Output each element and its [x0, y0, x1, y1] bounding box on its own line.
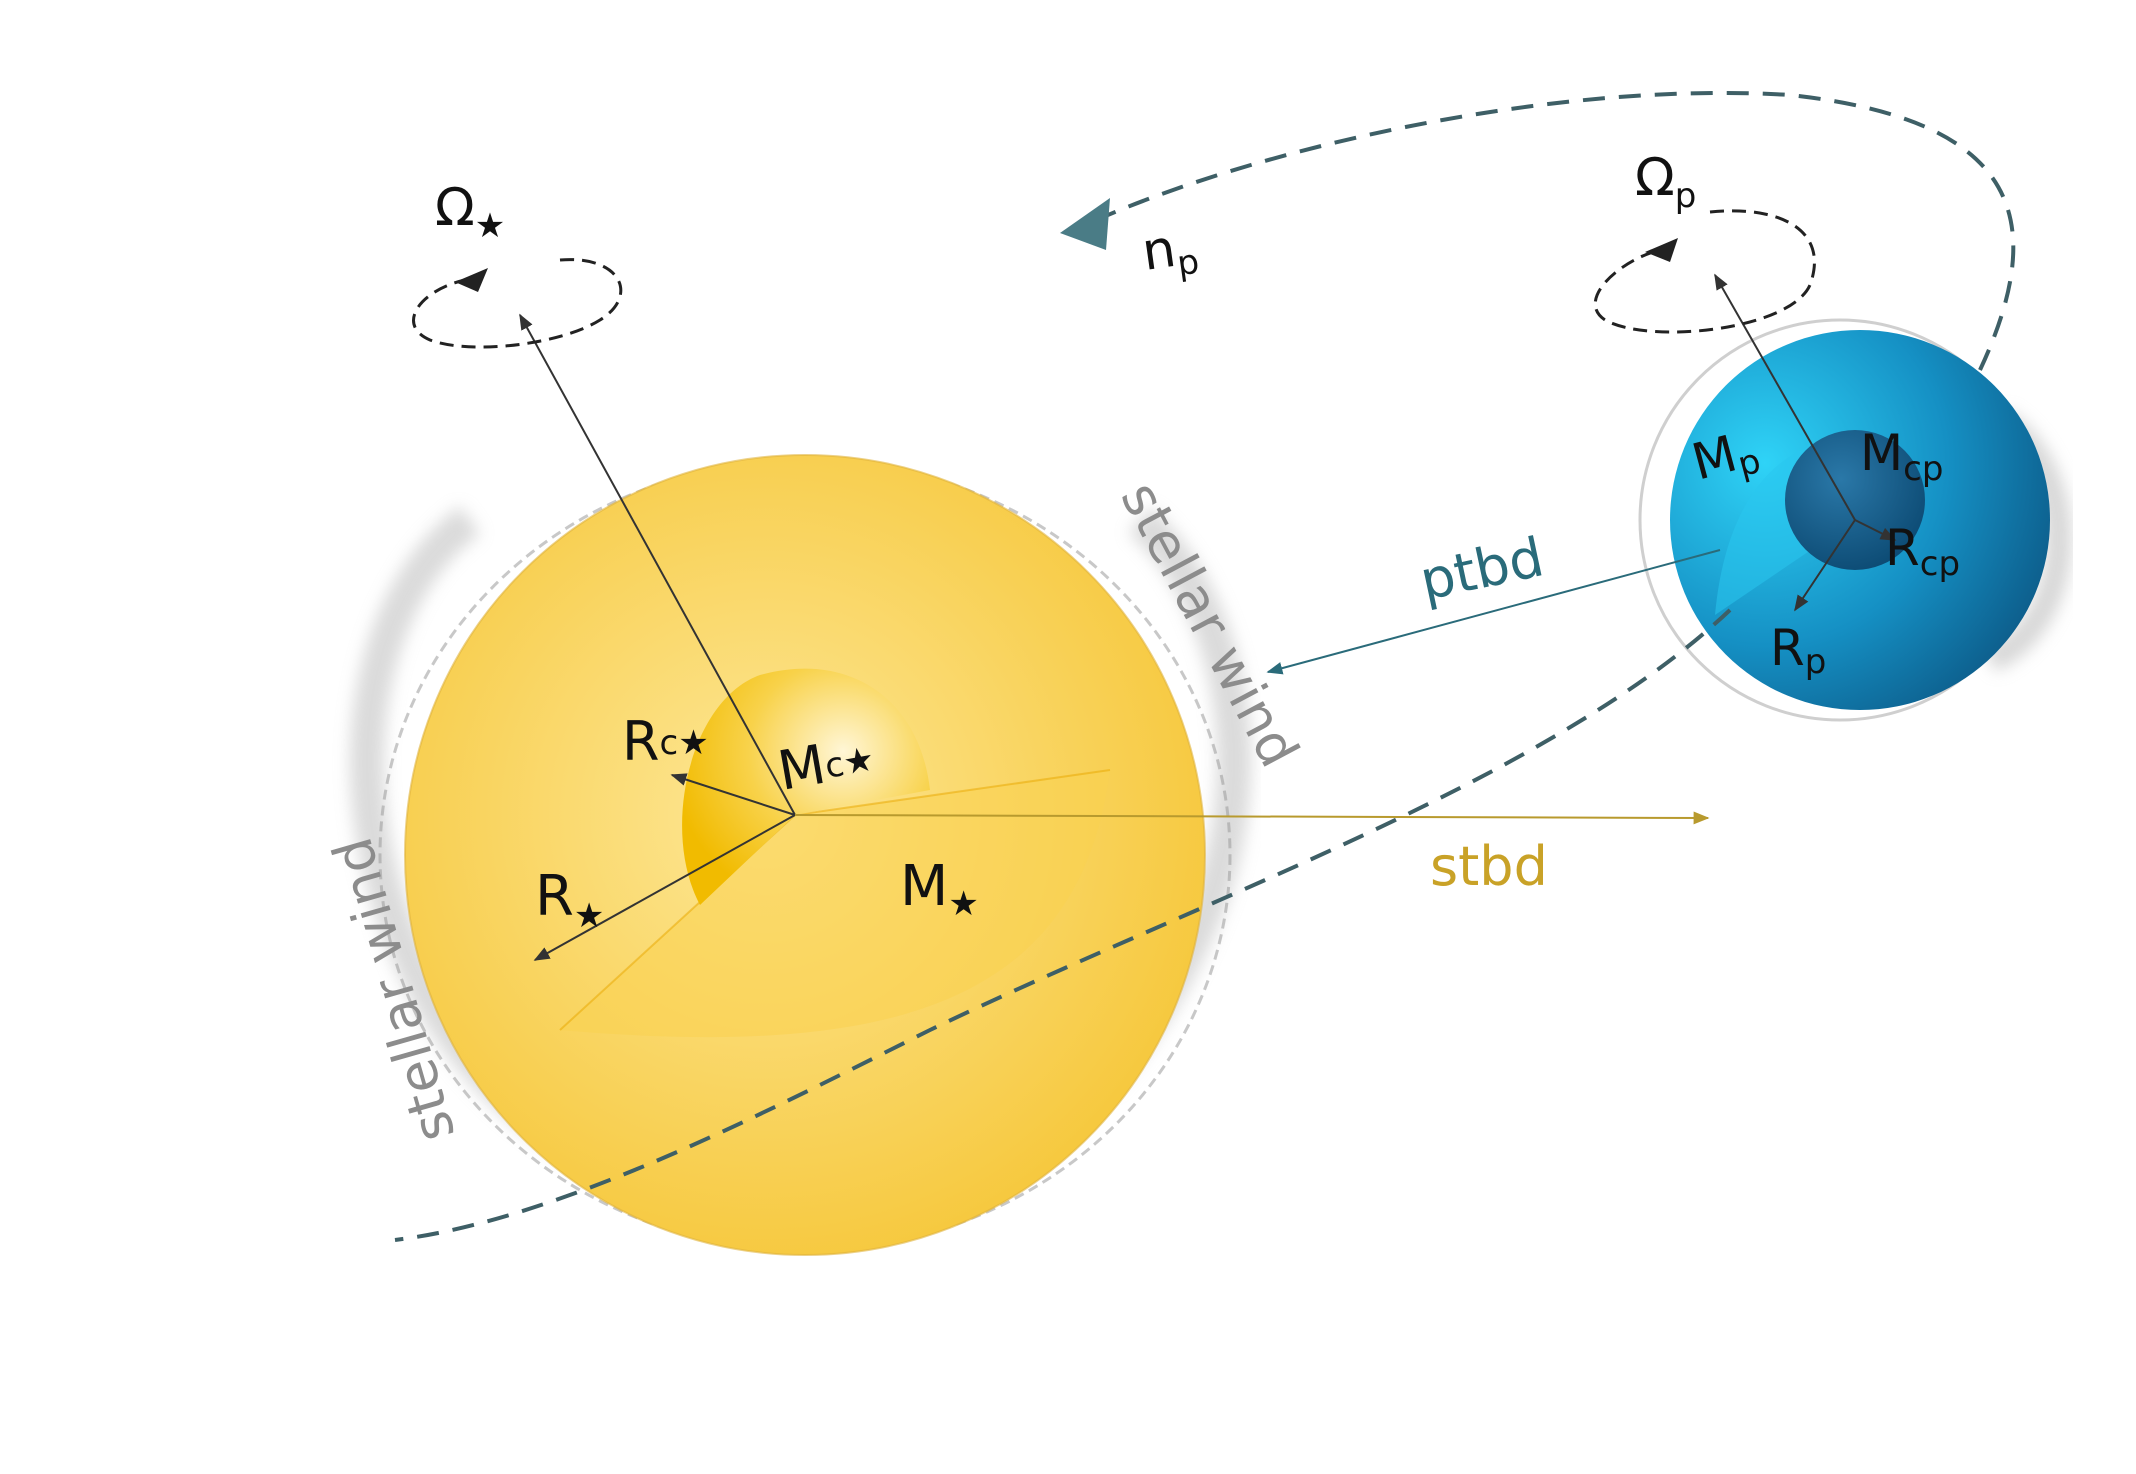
stbd-label: stbd: [1430, 835, 1548, 898]
r-core-planet-label: Rcp: [1885, 519, 1960, 584]
planet-core-radius-arrow: [1854, 519, 1897, 541]
planet-rotation-arrow: [1593, 209, 1816, 334]
ptbd-arrow: [1266, 549, 1721, 675]
m-star-label: M★: [900, 854, 979, 924]
star-cutaway: [560, 770, 1110, 1038]
r-star-label: R★: [535, 864, 604, 936]
orbit-path-back: [1084, 91, 2016, 371]
m-core-planet-label: Mcp: [1860, 424, 1943, 489]
star-spin-axis: [519, 313, 796, 816]
star-core: [682, 668, 930, 905]
planet-spin-axis: [1714, 273, 1856, 521]
m-planet-label: Mp: [1686, 419, 1765, 497]
planet-radius-arrow: [1794, 519, 1856, 612]
star-rotation-arrowhead: [455, 268, 488, 292]
r-planet-label: Rp: [1770, 619, 1826, 682]
omega-star-label: Ω★: [435, 178, 505, 246]
star-radius-arrow: [533, 814, 796, 961]
planet-rotation-arrowhead: [1645, 238, 1678, 262]
planet: [1670, 330, 2050, 710]
star-core-radius-arrow: [670, 773, 796, 816]
orbit-path-front: [394, 608, 1732, 1242]
omega-planet-label: Ωp: [1635, 148, 1696, 216]
ptbd-label: ptbd: [1415, 525, 1549, 612]
star: [404, 454, 1206, 1256]
m-core-star-label: Mc★: [773, 724, 878, 803]
orbit-direction-arrowhead: [1060, 198, 1110, 250]
n-planet-label: np: [1138, 216, 1201, 289]
star-rotation-arrow: [412, 258, 623, 349]
stbd-arrow: [794, 811, 1710, 825]
r-core-star-label: Rc★: [622, 710, 709, 773]
